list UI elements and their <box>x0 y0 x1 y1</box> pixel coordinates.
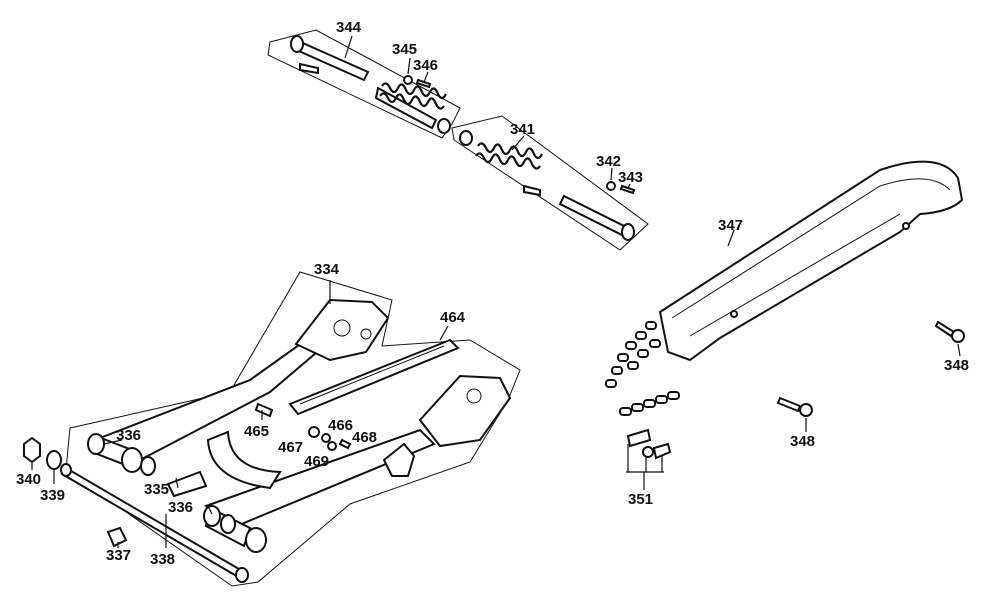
adjuster-rod-464 <box>288 338 460 416</box>
label-336-lower: 336 <box>168 499 193 516</box>
clip-337 <box>106 526 128 548</box>
master-link-351 <box>626 428 672 460</box>
spring-upper <box>374 82 447 130</box>
chain-links <box>605 321 661 388</box>
label-465: 465 <box>244 423 269 440</box>
washer-lower <box>459 130 473 146</box>
label-337: 337 <box>106 547 131 564</box>
label-469: 469 <box>304 453 329 470</box>
chain-case-assembly <box>605 160 965 490</box>
label-341: 341 <box>510 121 535 138</box>
label-468: 468 <box>352 429 377 446</box>
label-342: 342 <box>596 153 621 170</box>
label-346: 346 <box>413 57 438 74</box>
label-467: 467 <box>278 439 303 456</box>
bushing-336-lower <box>203 505 267 553</box>
label-345: 345 <box>392 41 417 58</box>
washer-342 <box>606 181 616 191</box>
bracket-335 <box>166 470 208 498</box>
bushing-336-upper <box>87 433 156 476</box>
label-464: 464 <box>440 309 466 326</box>
label-335: 335 <box>144 481 169 498</box>
label-338: 338 <box>150 551 175 568</box>
chain-case-347 <box>658 160 964 362</box>
label-347: 347 <box>718 217 743 234</box>
bracket-334 <box>294 298 390 362</box>
washer-469 <box>327 441 337 451</box>
spring-group-outline-left <box>267 29 461 139</box>
washer-339 <box>46 450 62 470</box>
label-336-upper: 336 <box>116 427 141 444</box>
pin-344 <box>290 35 370 82</box>
spring-341 <box>475 142 543 170</box>
spring-group-outline-right <box>451 115 649 251</box>
label-334: 334 <box>314 261 340 278</box>
washer-upper <box>437 118 451 134</box>
nut-340 <box>23 436 41 464</box>
bolt-465 <box>254 402 274 418</box>
nut-466 <box>321 433 331 443</box>
nut-345 <box>403 75 413 85</box>
label-466: 466 <box>328 417 353 434</box>
pin-343 <box>619 184 636 195</box>
bolt-348-right <box>934 320 965 343</box>
swing-arm-assembly <box>23 271 521 587</box>
stand-spring-assembly <box>267 29 649 251</box>
small-bolt-right <box>523 184 541 197</box>
label-344: 344 <box>336 19 362 36</box>
label-339: 339 <box>40 487 65 504</box>
tab-bracket <box>382 442 416 477</box>
label-348-center: 348 <box>790 433 815 450</box>
pin-346 <box>415 78 432 89</box>
small-bolt-left <box>299 62 319 75</box>
washer-467 <box>308 426 320 438</box>
swing-arm-curve <box>206 430 282 490</box>
chain-section <box>619 391 680 416</box>
part-labels: 344 345 346 341 342 343 347 348 348 351 … <box>16 19 969 568</box>
bracket-right <box>418 374 512 448</box>
swing-arm-outline <box>65 271 521 587</box>
pin-468 <box>338 438 352 450</box>
axle-bolt-338 <box>60 463 249 583</box>
label-351: 351 <box>628 491 653 508</box>
label-340: 340 <box>16 471 41 488</box>
label-348-right: 348 <box>944 357 969 374</box>
pin-right <box>558 194 635 241</box>
bolt-348-center <box>776 396 813 417</box>
label-343: 343 <box>618 169 643 186</box>
